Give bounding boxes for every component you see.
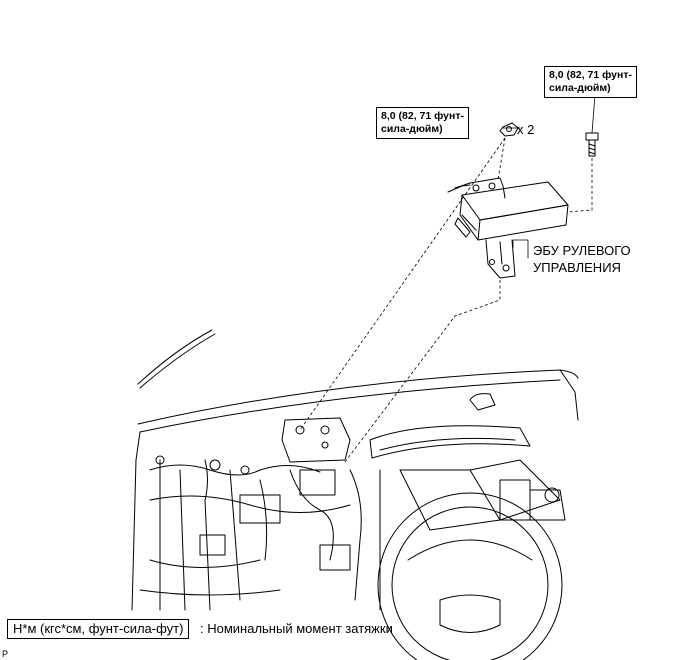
wiring-harness [149,464,321,476]
ecu-leader [512,239,529,259]
torque-spec-left-line2: сила-дюйм) [381,123,443,135]
windshield-curve-2 [139,333,216,389]
torque-spec-left-line1: 8,0 (82, 71 фунт- [381,110,464,122]
component-label-line2: УПРАВЛЕНИЯ [533,260,621,275]
steering-ecu [447,177,569,279]
alignment-line-bolt [567,158,593,213]
component-label: ЭБУ РУЛЕВОГО УПРАВЛЕНИЯ [533,242,631,276]
dashboard-lip [139,379,561,433]
steering-wheel [377,492,563,660]
quantity-label: x 2 [517,122,535,137]
bolt [585,132,599,157]
torque-spec-right: 8,0 (82, 71 фунт- сила-дюйм) [544,66,637,98]
torque-spec-right-line1: 8,0 (82, 71 фунт- [549,69,632,81]
torque-spec-right-line2: сила-дюйм) [549,82,611,94]
dashboard-top [137,369,579,425]
alignment-line-bracket [344,280,501,463]
figure-code: P [2,649,9,659]
alignment-line-nut [299,137,506,431]
legend-key: Н*м (кгс*см, фунт-сила-фут) [7,619,190,639]
mounting-bracket [281,417,351,463]
instrument-hood [369,425,531,459]
nut [499,122,519,137]
component-label-line1: ЭБУ РУЛЕВОГО [533,243,631,258]
windshield-curve [137,329,213,385]
legend-text: : Номинальный момент затяжки [200,621,393,636]
steering-column [399,469,501,531]
torque-spec-left: 8,0 (82, 71 фунт- сила-дюйм) [376,107,469,139]
